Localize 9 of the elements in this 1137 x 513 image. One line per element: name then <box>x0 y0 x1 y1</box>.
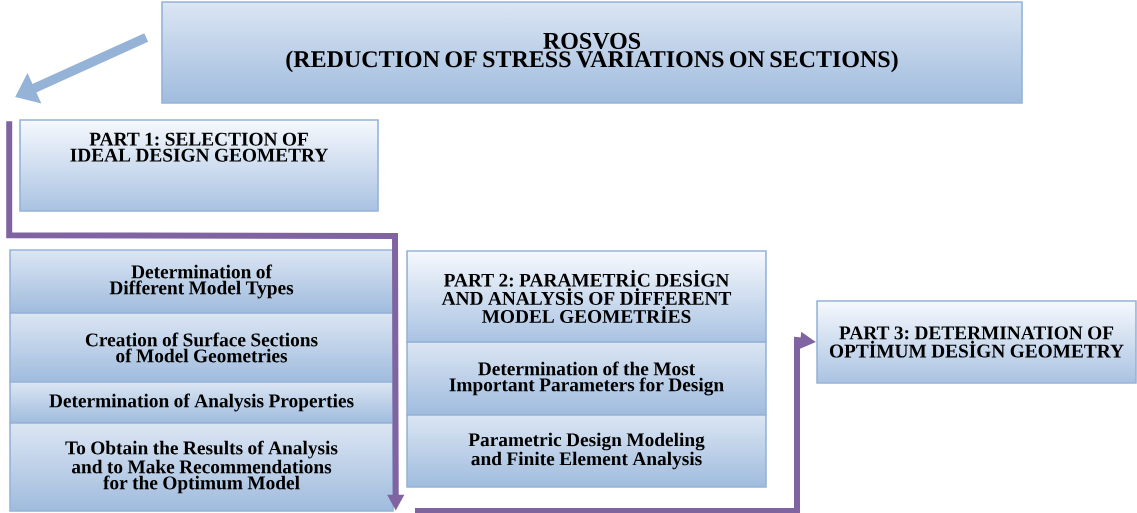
process-box: Determination of Analysis Properties <box>9 381 394 424</box>
process-box: Creation of Surface Sections of Model Geometries <box>9 312 394 383</box>
process-box: ROSVOS (REDUCTION OF STRESS VARIATIONS ON SECTIONS) <box>161 1 1023 104</box>
process-box: PART 3: DETERMINATION OF OPTİMUM DESİGN GEOMETRY <box>816 300 1137 384</box>
process-box: Determination of Different Model Types <box>9 249 394 314</box>
process-box: Parametric Design Modeling and Finite Element Analysis <box>406 414 767 488</box>
process-box: PART 1: SELECTION OF IDEAL DESIGN GEOMETRY <box>19 119 379 212</box>
process-box: PART 2: PARAMETRİC DESİGN AND ANALYSİS OF DİFFERENT MODEL GEOMETRİES <box>406 250 767 343</box>
process-box: Determination of the Most Important Parameters for Design <box>406 341 767 416</box>
